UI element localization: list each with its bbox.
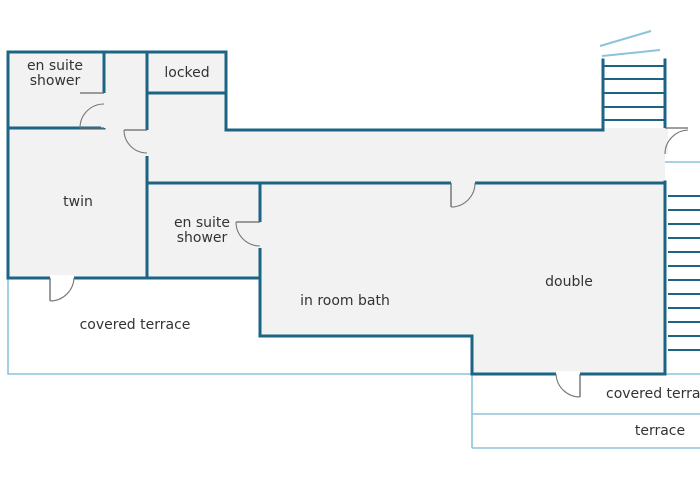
room-label-in-room-bath: in room bath xyxy=(300,293,390,309)
stair-top-line-2 xyxy=(601,49,661,57)
door-swing-icon xyxy=(235,221,263,248)
room-label-twin: twin xyxy=(63,194,93,210)
room-labels: en suite shower locked twin en suite sho… xyxy=(27,58,700,439)
door-swing-icon xyxy=(450,180,476,208)
room-fills xyxy=(8,52,665,374)
staircase-icon xyxy=(599,30,700,351)
room-label-double: double xyxy=(545,274,593,290)
outer-wall-bottom-mid xyxy=(258,276,667,376)
door-swing-icon xyxy=(49,275,75,302)
terrace-lines xyxy=(7,161,700,449)
door-swing-icon xyxy=(555,371,581,398)
door-swing-icon xyxy=(79,92,107,129)
room-label-ensuite-top: en suite xyxy=(27,58,83,74)
room-label-locked: locked xyxy=(164,65,209,81)
walls xyxy=(6,50,667,376)
stair-top-line-1 xyxy=(599,30,652,47)
covered-terrace-left-outline xyxy=(7,278,472,375)
door-swing-icon xyxy=(662,127,689,155)
upper-left-block-fill xyxy=(8,52,665,374)
label-covered-terrace-right: covered terra xyxy=(606,386,700,402)
room-label-ensuite-mid: en suite xyxy=(174,215,230,231)
door-swing-icon xyxy=(123,129,150,156)
room-label-ensuite-mid: shower xyxy=(177,230,228,246)
label-terrace: terrace xyxy=(635,423,685,439)
room-label-ensuite-top: shower xyxy=(30,73,81,89)
label-covered-terrace-left: covered terrace xyxy=(80,317,191,333)
outer-wall xyxy=(6,50,605,132)
doors xyxy=(49,92,689,398)
